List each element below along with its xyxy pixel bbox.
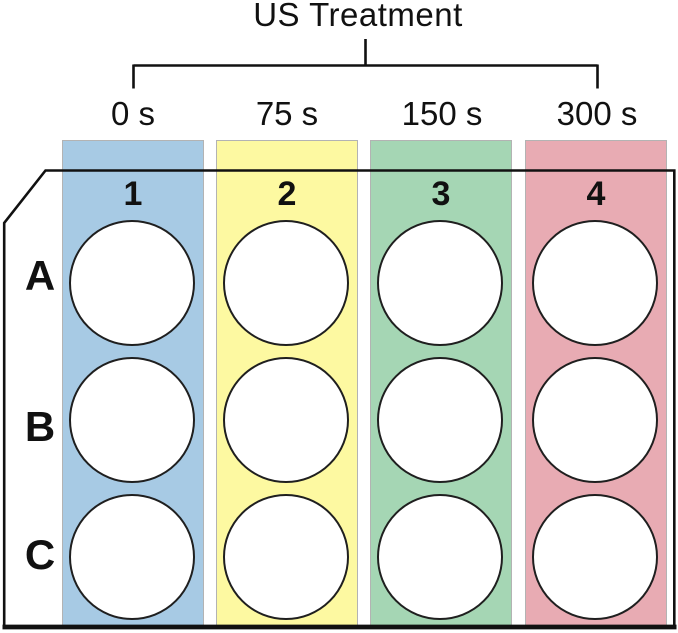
well-B1 xyxy=(69,357,195,483)
well-B2 xyxy=(223,357,349,483)
well-A1 xyxy=(69,220,195,346)
time-label-0s: 0 s xyxy=(110,95,156,132)
column-strip-2: 2 xyxy=(216,140,358,627)
time-label-150s: 150 s xyxy=(401,95,483,132)
well-C3 xyxy=(377,494,503,620)
well-C4 xyxy=(532,494,658,620)
row-label-B: B xyxy=(24,403,56,450)
well-A4 xyxy=(532,220,658,346)
well-A3 xyxy=(377,220,503,346)
well-A2 xyxy=(223,220,349,346)
well-C2 xyxy=(223,494,349,620)
well-B3 xyxy=(377,357,503,483)
well-B4 xyxy=(532,357,658,483)
time-label-300s: 300 s xyxy=(556,95,638,132)
row-label-C: C xyxy=(24,531,56,578)
column-number-1: 1 xyxy=(123,175,143,213)
column-number-2: 2 xyxy=(277,175,297,213)
column-strip-4: 4 xyxy=(525,140,667,627)
column-strip-3: 3 xyxy=(370,140,512,627)
row-label-A: A xyxy=(24,252,56,299)
column-number-3: 3 xyxy=(431,175,451,213)
treatment-bracket xyxy=(132,39,599,89)
time-label-75s: 75 s xyxy=(255,95,319,132)
figure-title: US Treatment xyxy=(253,0,463,33)
well-C1 xyxy=(69,494,195,620)
column-number-4: 4 xyxy=(586,175,606,213)
column-strip-1: 1 xyxy=(62,140,204,627)
